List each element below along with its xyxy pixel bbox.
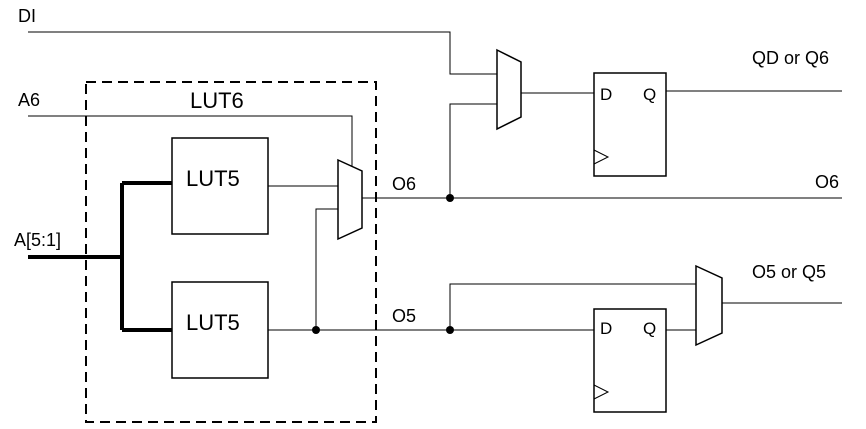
di-wire: [28, 31, 497, 75]
o5-to-output-mux-wire: [449, 283, 696, 330]
a51-bus: [28, 181, 172, 332]
o5-internal-label: O5: [392, 306, 416, 326]
flipflop-bottom-q: Q: [643, 319, 656, 338]
lut6-boundary: [85, 81, 377, 423]
di-label: DI: [18, 6, 36, 26]
o6-internal-label: O6: [392, 174, 416, 194]
flipflop-bottom: [593, 308, 667, 413]
o6-to-top-mux-wire: [449, 103, 497, 198]
flipflop-top: [593, 72, 667, 177]
a6-label: A6: [18, 90, 40, 110]
qd-or-q6-label: QD or Q6: [752, 48, 829, 68]
top-mux: [496, 48, 522, 131]
o6-output-label: O6: [815, 172, 839, 192]
lut6-label: LUT6: [190, 88, 244, 113]
flipflop-bottom-clock-icon: [593, 384, 610, 400]
a51-label: A[5:1]: [14, 230, 61, 250]
lut5-top-label: LUT5: [186, 166, 240, 191]
o5-or-q5-label: O5 or Q5: [752, 262, 826, 282]
flipflop-top-q: Q: [643, 85, 656, 104]
a6-wire: [28, 115, 353, 173]
flipflop-top-d: D: [600, 85, 612, 104]
o5-junction-left: [312, 326, 320, 334]
lut5-bottom-to-mux-wire: [315, 208, 338, 330]
lut5-bottom-block: [171, 281, 269, 379]
lut6-mux: [337, 158, 363, 241]
flipflop-bottom-d: D: [600, 319, 612, 338]
lut5-bottom-label: LUT5: [186, 310, 240, 335]
flipflop-top-clock-icon: [593, 149, 610, 165]
bottom-output-mux: [695, 264, 723, 347]
